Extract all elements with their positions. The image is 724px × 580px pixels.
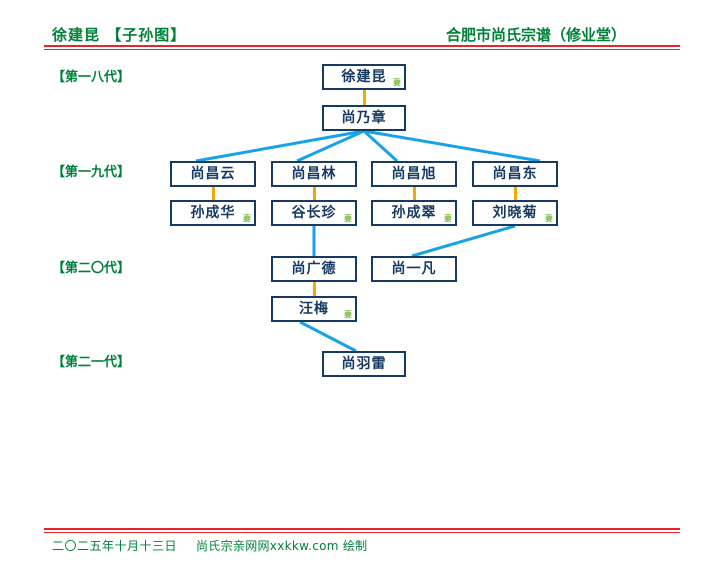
person-box[interactable]: 刘晓菊妻 (472, 200, 558, 226)
footer-date: 二〇二五年十月十三日 (52, 539, 178, 553)
person-name: 谷长珍 (291, 205, 337, 221)
person-box[interactable]: 尚乃章 (322, 105, 406, 131)
spouse-link (514, 187, 517, 200)
spouse-link (313, 282, 316, 296)
spouse-marker-icon: 妻 (545, 214, 553, 223)
person-name: 尚昌林 (291, 166, 337, 182)
generation-label: 【第二〇代】 (52, 261, 131, 276)
spouse-marker-icon: 妻 (393, 78, 401, 87)
generation-label: 【第一九代】 (52, 165, 131, 180)
person-name: 孙成华 (190, 205, 236, 221)
page-title-left: 徐建昆 【子孙图】 (52, 26, 187, 44)
person-box[interactable]: 孙成华妻 (170, 200, 256, 226)
spouse-link (363, 90, 366, 105)
person-name: 尚昌旭 (391, 166, 437, 182)
spouse-marker-icon: 妻 (444, 214, 452, 223)
person-name: 汪梅 (299, 301, 329, 317)
footer-rule-bottom (44, 532, 680, 533)
child-link (363, 129, 541, 163)
child-link (296, 129, 365, 163)
person-box[interactable]: 徐建昆妻 (322, 64, 406, 90)
person-box[interactable]: 汪梅妻 (271, 296, 357, 322)
child-link (195, 129, 365, 163)
person-name: 尚昌云 (190, 166, 236, 182)
spouse-marker-icon: 妻 (344, 310, 352, 319)
spouse-link (413, 187, 416, 200)
person-box[interactable]: 尚昌东 (472, 161, 558, 187)
spouse-link (313, 187, 316, 200)
chart-header: 徐建昆 【子孙图】 合肥市尚氏宗谱（修业堂） (44, 24, 680, 48)
person-name: 刘晓菊 (492, 205, 538, 221)
person-box[interactable]: 尚羽雷 (322, 351, 406, 377)
child-link (411, 224, 516, 258)
spouse-marker-icon: 妻 (243, 214, 251, 223)
person-box[interactable]: 孙成翠妻 (371, 200, 457, 226)
person-name: 尚广德 (291, 261, 337, 277)
person-name: 尚一凡 (391, 261, 437, 277)
header-rule-bottom (44, 49, 680, 50)
person-box[interactable]: 尚一凡 (371, 256, 457, 282)
person-name: 尚羽雷 (341, 356, 387, 372)
person-box[interactable]: 尚昌云 (170, 161, 256, 187)
person-name: 孙成翠 (391, 205, 437, 221)
footer-rule-top (44, 528, 680, 530)
person-box[interactable]: 谷长珍妻 (271, 200, 357, 226)
generation-label: 【第二一代】 (52, 355, 131, 370)
generation-label: 【第一八代】 (52, 70, 131, 85)
spouse-marker-icon: 妻 (344, 214, 352, 223)
person-name: 尚昌东 (492, 166, 538, 182)
person-box[interactable]: 尚昌林 (271, 161, 357, 187)
spouse-link (212, 187, 215, 200)
footer-credit: 尚氏宗亲网网xxkkw.com 绘制 (196, 539, 368, 553)
person-name: 尚乃章 (341, 110, 387, 126)
header-rule-top (44, 45, 680, 47)
person-box[interactable]: 尚广德 (271, 256, 357, 282)
child-link (362, 129, 399, 163)
page-title-right: 合肥市尚氏宗谱（修业堂） (445, 26, 626, 44)
person-name: 徐建昆 (341, 69, 387, 85)
child-link (299, 320, 357, 353)
person-box[interactable]: 尚昌旭 (371, 161, 457, 187)
